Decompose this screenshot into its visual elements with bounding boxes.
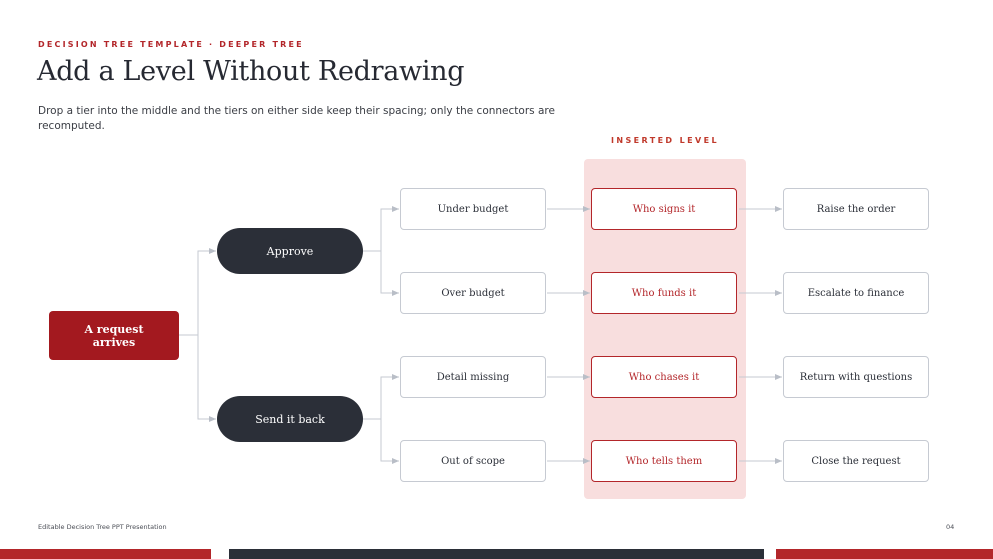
branch-send-back[interactable]: Send it back [217, 396, 363, 442]
condition-under-budget[interactable]: Under budget [400, 188, 546, 230]
bottom-bar-center [229, 549, 764, 559]
outcome-return-questions[interactable]: Return with questions [783, 356, 929, 398]
slide-title: Add a Level Without Redrawing [37, 56, 465, 87]
condition-detail-missing[interactable]: Detail missing [400, 356, 546, 398]
connector-approve-over [380, 251, 399, 296]
inserted-who-chases[interactable]: Who chases it [591, 356, 737, 398]
connector-root-approve [179, 248, 216, 336]
inserted-who-funds[interactable]: Who funds it [591, 272, 737, 314]
outcome-close-request[interactable]: Close the request [783, 440, 929, 482]
footer-text: Editable Decision Tree PPT Presentation [38, 523, 167, 531]
outcome-raise-order[interactable]: Raise the order [783, 188, 929, 230]
inserted-who-signs[interactable]: Who signs it [591, 188, 737, 230]
connector-sendback-scope [380, 419, 399, 464]
outcome-escalate-finance[interactable]: Escalate to finance [783, 272, 929, 314]
bottom-bar-left [0, 549, 211, 559]
page-number: 04 [946, 523, 955, 531]
bottom-bar-right [776, 549, 993, 559]
condition-out-of-scope[interactable]: Out of scope [400, 440, 546, 482]
connector-sendback-missing [363, 374, 399, 420]
condition-over-budget[interactable]: Over budget [400, 272, 546, 314]
branch-approve[interactable]: Approve [217, 228, 363, 274]
inserted-who-tells[interactable]: Who tells them [591, 440, 737, 482]
root-node[interactable]: A request arrives [49, 311, 179, 360]
connector-approve-under [363, 206, 399, 252]
slide-subtitle: Drop a tier into the middle and the tier… [38, 105, 555, 132]
inserted-level-label: INSERTED LEVEL [611, 136, 719, 145]
eyebrow-label: DECISION TREE TEMPLATE · DEEPER TREE [38, 40, 304, 49]
connector-root-sendback [197, 335, 216, 422]
